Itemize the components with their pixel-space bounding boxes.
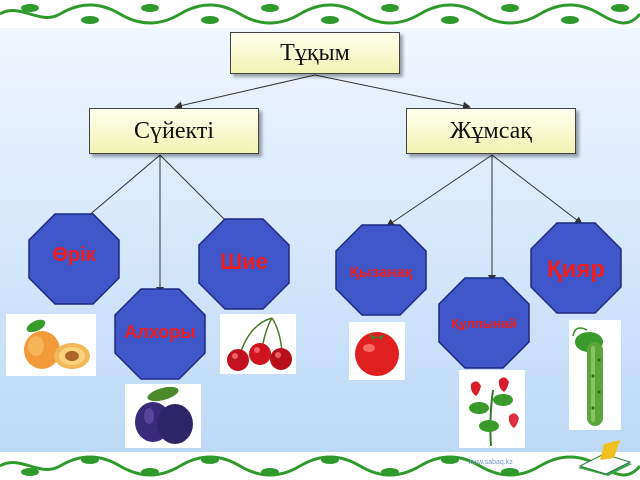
apricot-icon: [6, 314, 96, 376]
node-shie: Шие: [198, 218, 290, 310]
arrow-right-to-kyzanak: [386, 154, 493, 227]
node-label-kulpynai: Құлпынай: [451, 315, 517, 331]
node-kulpynai: Құлпынай: [438, 277, 530, 369]
arrow-root-to-left: [174, 74, 316, 110]
root-label: Тұқым: [280, 39, 350, 66]
book-logo-icon: [578, 440, 632, 476]
branch-box-left: Сүйекті: [89, 108, 259, 154]
node-alkhory: Алхоры: [114, 288, 206, 380]
decorative-border-top: [0, 0, 640, 28]
node-label-alkhory: Алхоры: [124, 321, 196, 342]
node-label-kyzanak: Қызанақ: [349, 263, 413, 281]
branch-label-right: Жұмсақ: [450, 117, 532, 144]
plum-icon: [125, 384, 201, 448]
node-label-kiyar: Қияр: [546, 256, 606, 283]
cucumber-icon: [569, 320, 621, 430]
arrow-left-to-orik: [79, 154, 161, 224]
branch-box-right: Жұмсақ: [406, 108, 576, 154]
cherry-icon: [220, 314, 296, 374]
tomato-icon: [349, 322, 405, 380]
arrow-left-to-shie: [159, 154, 233, 228]
node-kiyar: Қияр: [530, 222, 622, 314]
credit-text: www.sabaq.kz: [468, 459, 513, 466]
node-label-orik: Өрік: [52, 243, 96, 266]
node-kyzanak: Қызанақ: [335, 224, 427, 316]
decorative-border-bottom: [0, 452, 640, 480]
root-box: Тұқым: [230, 32, 400, 74]
arrow-root-to-right: [314, 74, 471, 110]
branch-label-left: Сүйекті: [133, 117, 214, 144]
strawberry-icon: [459, 370, 525, 448]
node-label-shie: Шие: [220, 249, 268, 274]
arrow-right-to-kiyar: [491, 154, 583, 225]
node-orik: Өрік: [28, 213, 120, 305]
